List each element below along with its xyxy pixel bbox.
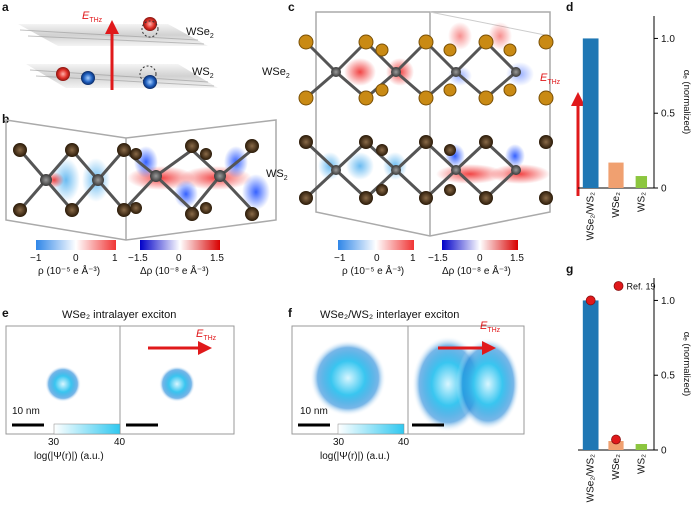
panel-e-colorbar: [53, 423, 121, 435]
c-drho-colorbar: [442, 240, 518, 250]
c-rho-label: ρ (10⁻⁵ e Å⁻³): [342, 266, 405, 277]
panel-c-field-label: ETHz: [540, 72, 561, 87]
panel-f-scalebar-label: 10 nm: [300, 406, 328, 417]
e-cbar-label: log(|Ψ(r)|) (a.u.): [34, 451, 104, 462]
panel-a-field-label: ETHz: [82, 10, 103, 25]
c-rho-colorbar: [338, 240, 414, 250]
panel-e-scalebar-label: 10 nm: [12, 406, 40, 417]
thz-field-arrow-a: [105, 20, 119, 90]
panel-b-structure: [5, 119, 277, 241]
y-axis-label: αₑ (normalized): [681, 332, 692, 396]
panel-c-structure: [298, 11, 554, 237]
interlayer-exciton-field-right: [456, 338, 520, 430]
x-tick-label: WSe₂: [611, 192, 622, 218]
y-tick-label: 0.5: [661, 109, 675, 120]
panel-f-field-label: ETHz: [480, 320, 501, 335]
bar: [582, 38, 599, 188]
b-rho-tick-min: −1: [30, 253, 42, 264]
y-tick-label: 0.5: [661, 371, 675, 382]
bar: [582, 300, 599, 450]
c-drho-label: Δρ (10⁻⁸ e Å⁻³): [442, 266, 511, 277]
f-cbar-label: log(|Ψ(r)|) (a.u.): [320, 451, 390, 462]
y-tick-label: 0: [661, 184, 667, 195]
c-drho-tick-mid: 0: [477, 253, 483, 264]
panel-e-maps: [5, 325, 235, 435]
x-tick-label: WSe₂/WS₂: [586, 192, 597, 240]
drho-colorbar: [140, 240, 220, 250]
y-tick-label: 1.0: [661, 296, 675, 307]
b-rho-tick-mid: 0: [73, 253, 79, 264]
panel-c-ws2-label: WS2: [266, 168, 288, 183]
panel-a-ws2-label: WS2: [192, 66, 214, 81]
y-axis-label: αₑ (normalized): [681, 70, 692, 134]
c-rho-tick-max: 1: [410, 253, 416, 264]
panel-a-illustration: [18, 17, 218, 90]
b-drho-label: Δρ (10⁻⁸ e Å⁻³): [140, 266, 209, 277]
panel-label-g: g: [566, 262, 574, 276]
panel-f-title: WSe₂/WS₂ interlayer exciton: [320, 309, 460, 321]
chart-d: 0 0.5 1.0 αₑ (normalized) WSe₂/WS₂ WSe₂ WS₂: [578, 16, 692, 240]
y-tick-label: 1.0: [661, 34, 675, 45]
electron-ball-bottom: [81, 71, 95, 85]
interlayer-exciton-nofield: [310, 340, 386, 416]
x-tick-label: WSe₂/WS₂: [586, 454, 597, 502]
panel-label-e: e: [2, 306, 9, 320]
x-tick-label: WS₂: [636, 192, 647, 212]
panel-f-colorbar: [337, 423, 405, 435]
rho-colorbar: [36, 240, 116, 250]
chart-g: 0 0.5 1.0 αₑ (normalized) WSe₂/WS₂ WSe₂ WS₂ Ref…: [578, 278, 692, 502]
panel-e-field-label: ETHz: [196, 328, 217, 343]
panel-label-b: b: [2, 112, 10, 126]
panel-label-c: c: [288, 0, 295, 14]
intralayer-exciton-field: [159, 366, 195, 402]
bar: [635, 176, 648, 188]
intralayer-exciton-nofield: [45, 366, 81, 402]
panel-f-maps: [291, 325, 525, 435]
x-tick-label: WSe₂: [611, 454, 622, 480]
legend-label: Ref. 19: [627, 282, 656, 292]
panel-c-wse2-label: WSe2: [262, 66, 290, 81]
b-drho-tick-mid: 0: [176, 253, 182, 264]
hole-ball-bottom: [56, 67, 70, 81]
panel-a-wse2-label: WSe2: [186, 26, 214, 41]
b-drho-tick-max: 1.5: [210, 253, 224, 264]
c-rho-tick-min: −1: [334, 253, 346, 264]
f-cbar-tick-30: 30: [333, 437, 345, 448]
y-tick-label: 0: [661, 446, 667, 457]
hole-ball-top: [143, 17, 157, 31]
panel-e-title: WSe₂ intralayer exciton: [62, 309, 177, 321]
c-drho-tick-min: −1.5: [428, 253, 448, 264]
b-rho-label: ρ (10⁻⁵ e Å⁻³): [38, 266, 101, 277]
b-rho-tick-max: 1: [112, 253, 118, 264]
c-drho-tick-max: 1.5: [510, 253, 524, 264]
legend-marker: [613, 281, 624, 291]
bar: [608, 441, 624, 450]
ws2-layer-slab: [26, 64, 218, 88]
bar: [635, 444, 648, 450]
bar: [608, 162, 624, 188]
x-tick-label: WS₂: [636, 454, 647, 474]
panel-b-colorbars: [36, 240, 220, 250]
reference-point: [585, 295, 596, 306]
thz-field-arrow-c: [571, 92, 585, 196]
e-cbar-tick-30: 30: [48, 437, 60, 448]
panel-label-a: a: [2, 0, 9, 14]
panel-label-f: f: [288, 306, 292, 320]
panel-c-colorbars: [338, 240, 518, 250]
e-cbar-tick-40: 40: [114, 437, 126, 448]
c-rho-tick-mid: 0: [374, 253, 380, 264]
panel-label-d: d: [566, 0, 574, 14]
reference-point: [611, 434, 621, 445]
b-drho-tick-min: −1.5: [128, 253, 148, 264]
f-cbar-tick-40: 40: [398, 437, 410, 448]
